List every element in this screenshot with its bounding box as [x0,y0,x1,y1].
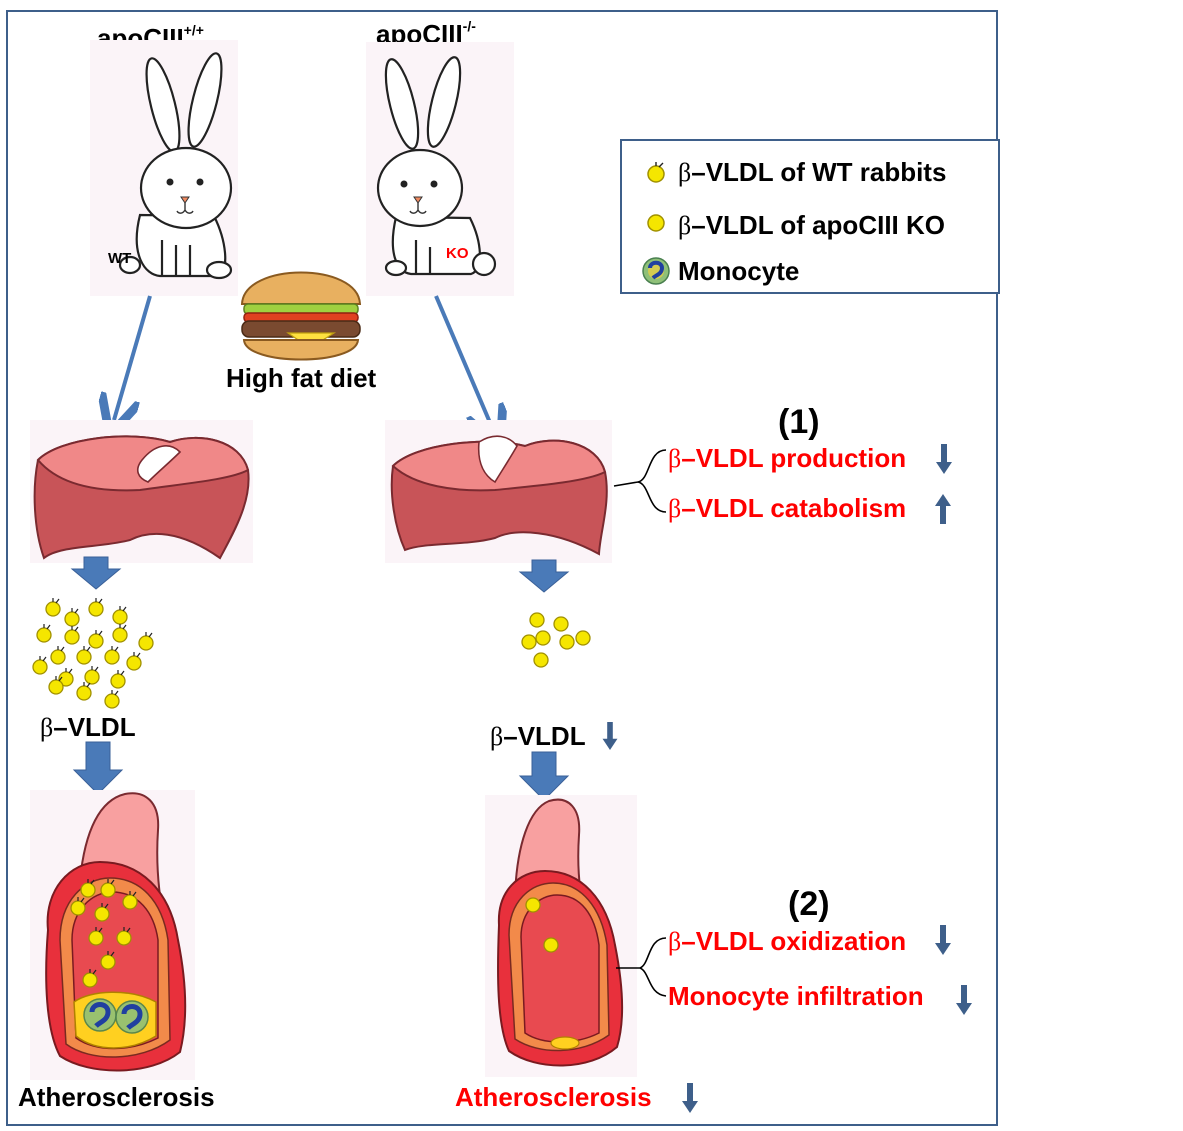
ko-vldl-down-arrow-icon [602,722,618,750]
wt-vldl-label: β–VLDL [40,712,136,742]
ko-vldl-label: β–VLDL [490,721,586,751]
wt-vldl-particle [70,897,86,916]
ko-vldl-particle [553,616,569,632]
wt-rabbit-illustration [118,52,233,280]
legend-ko-particle: β–VLDL of apoCIII KO [678,210,945,240]
mechanism-2-number: (2) [788,885,830,923]
wt-vldl-particle [112,624,128,643]
wt-vldl-particle [122,891,138,910]
ko-vldl-particles [521,612,591,668]
ko-vldl-particle [535,630,551,646]
ko-outcome-down-arrow-icon [682,1083,698,1113]
wt-vldl-particle [88,598,104,617]
ko-vldl-particle [543,937,559,953]
wt-vldl-particle [100,879,116,898]
wt-vldl-particle [112,606,128,625]
wt-vldl-particle [88,927,104,946]
monocyte-icon [115,1000,149,1034]
wt-vldl-particle [76,682,92,701]
wt-vldl-particle [94,903,110,922]
ko-artery-illustration [497,798,624,1067]
catabolism-up-arrow-icon [935,494,951,524]
wt-monocytes [83,998,149,1034]
infiltration-down-arrow-icon [956,985,972,1015]
wt-vldl-particle [84,666,100,685]
burger-icon [240,271,362,361]
diet-label: High fat diet [226,363,377,393]
production-down-arrow-icon [936,444,952,474]
wt-vldl-particle [100,951,116,970]
catabolism-label: β–VLDL catabolism [668,493,907,523]
wt-particle-icon [647,162,665,183]
ko-vldl-particle [559,634,575,650]
wt-tag: WT [108,250,132,267]
ko-rabbit-illustration [376,56,497,277]
ko-vldl-particle [525,897,541,913]
wt-vldl-particle [64,626,80,645]
ko-vldl-arrow [518,751,570,801]
ko-vldl-particle [521,634,537,650]
wt-vldl-particle [64,608,80,627]
mechanism-1-number: (1) [778,403,820,441]
ko-tag: KO [446,245,469,262]
legend-wt-particle: β–VLDL of WT rabbits [678,157,947,187]
wt-vldl-particle [76,646,92,665]
figure-frame [6,10,998,1126]
wt-vldl-particle [36,624,52,643]
wt-vldl-particle [58,668,74,687]
legend-monocyte: Monocyte [678,256,800,286]
wt-vldl-particle [88,630,104,649]
infiltration-label: Monocyte infiltration [668,981,924,1011]
wt-vldl-particle [32,656,48,675]
wt-outcome-label: Atherosclerosis [18,1082,215,1112]
wt-vldl-particle [48,676,64,695]
mechanism-1-brace [613,449,667,513]
wt-vldl-particle [110,670,126,689]
ko-liver-illustration [390,435,608,556]
mechanism-2-brace [616,937,667,997]
wt-vldl-particle [45,598,61,617]
wt-vldl-arrow [72,741,124,795]
wt-vldl-particle [50,646,66,665]
wt-liver-arrow [70,556,122,590]
wt-liver-illustration [33,435,250,560]
legend-box [620,139,1000,294]
ko-vldl-particle [529,612,545,628]
wt-vldl-particle [104,646,120,665]
wt-vldl-particle [80,879,96,898]
wt-vldl-particles [32,598,154,709]
ko-outcome-label: Atherosclerosis [455,1082,652,1112]
wt-vldl-particle [116,927,132,946]
wt-vldl-particle [104,690,120,709]
ko-vldl-particle [575,630,591,646]
monocyte-icon [83,998,117,1032]
wt-plaque-particles [70,879,138,988]
ko-vldl-particle [533,652,549,668]
oxidization-label: β–VLDL oxidization [668,926,907,956]
wt-vldl-particle [138,632,154,651]
wt-vldl-particle [82,969,98,988]
ko-particle-icon [647,214,665,232]
wt-diet-arrow [114,295,152,420]
monocyte-icon [642,257,670,285]
ko-diet-arrow [434,295,494,432]
ko-plaque-particles [525,897,559,953]
production-label: β–VLDL production [668,443,907,473]
oxidization-down-arrow-icon [935,925,951,955]
ko-liver-arrow [518,559,570,593]
wt-vldl-particle [126,652,142,671]
